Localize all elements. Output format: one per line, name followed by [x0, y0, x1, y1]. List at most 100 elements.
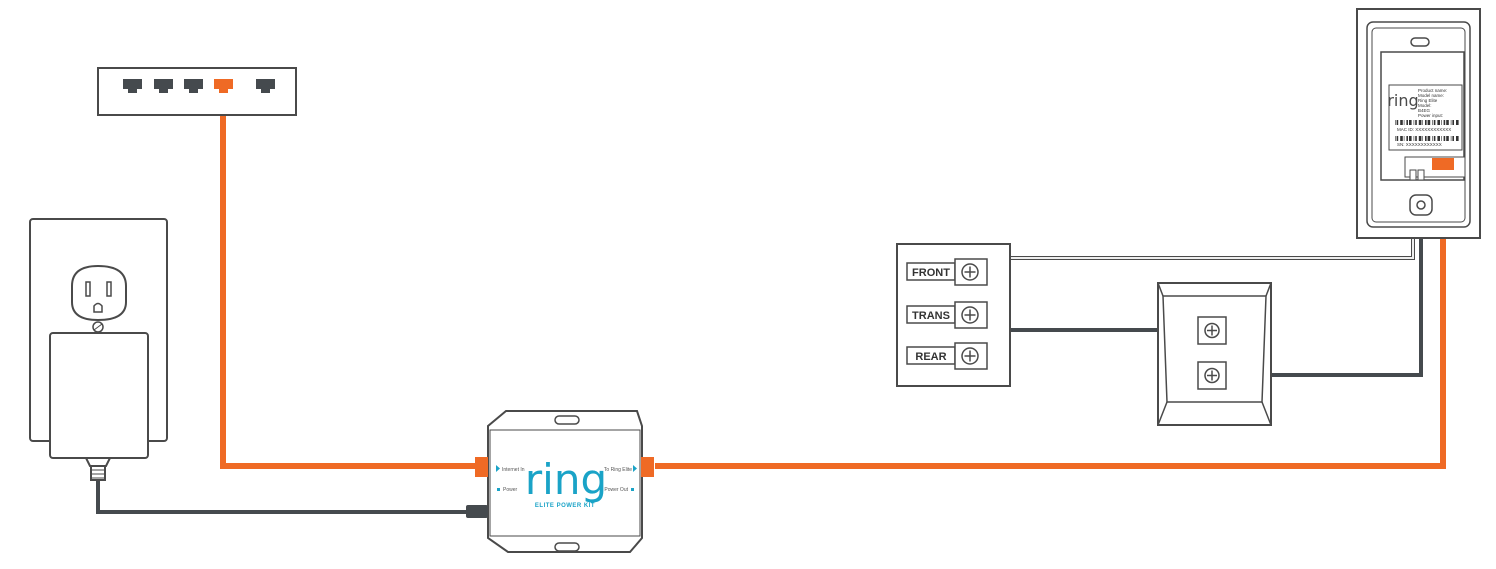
barcode-bar	[1425, 136, 1427, 141]
chime-terminal-front: FRONT	[906, 258, 988, 286]
outlet-ground-hole	[93, 302, 103, 313]
outlet-slot-left	[85, 281, 91, 297]
outlet-slot-right	[106, 281, 112, 297]
doorbell-top-slot	[1410, 37, 1430, 47]
chime-terminal-label: REAR	[915, 351, 946, 363]
doorbell-label-line-1: Product name:	[1418, 88, 1447, 93]
doorbell-ethernet-port	[1432, 158, 1454, 170]
doorbell-barcodes	[1395, 120, 1459, 141]
barcode-bar	[1396, 120, 1399, 125]
wire-transformer-to-doorbell	[1214, 178, 1423, 377]
kit-mount-slot-top	[554, 415, 580, 425]
barcode-bar	[1446, 136, 1449, 141]
wire-front-to-doorbell-inner	[971, 178, 1414, 273]
ethernet-cable-router-to-kit	[220, 94, 476, 469]
barcode-bar	[1415, 136, 1417, 141]
barcode-bar	[1409, 120, 1412, 125]
doorbell-label-line-5: B4EG	[1418, 108, 1431, 113]
barcode-bar	[1443, 136, 1446, 141]
barcode-bar	[1396, 136, 1399, 141]
doorbell-power-terminal-1	[1409, 169, 1417, 181]
barcode-bar	[1443, 120, 1446, 125]
barcode-bar	[1441, 120, 1442, 125]
barcode-bar	[1432, 120, 1433, 125]
barcode-bar	[1446, 120, 1449, 125]
barcode-bar	[1395, 136, 1396, 141]
kit-label-power-out: Power Out	[604, 487, 628, 493]
barcode-bar	[1433, 120, 1436, 125]
router	[97, 67, 297, 116]
router-port	[256, 79, 275, 93]
barcode-bar	[1441, 136, 1442, 141]
power-out-led-icon	[631, 488, 634, 491]
doorbell-serial: SN: XXXXXXXXXXXX	[1397, 142, 1442, 147]
barcode-bar	[1425, 120, 1427, 125]
barcode-bar	[1422, 136, 1423, 141]
barcode-bar	[1418, 136, 1422, 141]
chime-terminal-label: TRANS	[912, 310, 950, 322]
barcode-bar	[1418, 120, 1422, 125]
kit-label-power: Power	[503, 487, 518, 493]
barcode-bar	[1406, 120, 1408, 125]
barcode-bar	[1413, 120, 1415, 125]
barcode-bar	[1437, 136, 1440, 141]
barcode-bar	[1432, 136, 1433, 141]
power-adapter	[49, 332, 149, 459]
adapter-strain-relief	[84, 457, 112, 467]
barcode-bar	[1456, 120, 1459, 125]
router-port-active	[214, 79, 233, 93]
kit-label-internet-in: Internet In	[502, 467, 525, 473]
doorbell-label-line-6: Power input:	[1418, 113, 1443, 118]
barcode-bar	[1400, 120, 1403, 125]
kit-face	[489, 429, 641, 537]
outlet-socket	[71, 264, 127, 322]
chime-box: FRONT TRANS REAR	[896, 243, 1011, 387]
ethernet-cable-kit-to-doorbell	[655, 168, 1446, 469]
internet-in-arrow-icon	[496, 465, 500, 472]
wall-outlet	[29, 218, 168, 481]
transformer	[1157, 282, 1272, 426]
kit-subtitle: ELITE POWER KIT	[535, 503, 595, 509]
barcode-bar	[1427, 136, 1431, 141]
barcode-bar	[1452, 120, 1454, 125]
router-port	[184, 79, 203, 93]
chime-terminals: FRONT TRANS REAR	[906, 258, 988, 370]
barcode-bar	[1406, 136, 1408, 141]
kit-brand-logo: ring	[525, 455, 607, 504]
barcode-bar	[1456, 136, 1459, 141]
barcode-bar	[1433, 136, 1436, 141]
doorbell-power-terminal-2	[1417, 169, 1425, 181]
kit-port-internet-in	[475, 457, 488, 477]
router-port	[154, 79, 173, 93]
barcode-bar	[1450, 136, 1452, 141]
router-ports	[123, 79, 275, 93]
barcode-bar	[1422, 120, 1423, 125]
barcode-bar	[1395, 120, 1396, 125]
router-port	[123, 79, 142, 93]
chime-terminal-label: FRONT	[912, 267, 950, 279]
doorbell-label-line-3: Ring Elite	[1418, 98, 1438, 103]
barcode-bar	[1403, 136, 1405, 141]
barcode-bar	[1413, 136, 1415, 141]
doorbell-label-line-4: Model:	[1418, 103, 1432, 108]
kit-port-to-ring-elite	[641, 457, 654, 477]
barcode-bar	[1409, 136, 1412, 141]
kit-mount-slot-bottom	[554, 542, 580, 552]
barcode-bar	[1415, 120, 1417, 125]
barcode-bar	[1450, 120, 1452, 125]
power-cord-adapter-to-kit	[96, 478, 470, 514]
doorbell-back: ring Product name: Model name: Ring Elit…	[1356, 8, 1481, 239]
barcode-bar	[1452, 136, 1454, 141]
power-led-icon	[497, 488, 500, 491]
doorbell-label-line-2: Model name:	[1418, 93, 1444, 98]
elite-power-kit: Internet In To Ring Elite Power Power Ou…	[466, 410, 654, 553]
barcode-bar	[1403, 120, 1405, 125]
chime-terminal-rear: REAR	[906, 342, 988, 370]
kit-label-to-ring-elite: To Ring Elite	[604, 467, 632, 473]
barcode-bar	[1427, 120, 1431, 125]
barcode-bar	[1437, 120, 1440, 125]
doorbell-mac-id: MAC ID: XXXXXXXXXXXX	[1397, 127, 1451, 132]
kit-port-power-in	[466, 505, 488, 518]
to-ring-elite-arrow-icon	[633, 465, 637, 472]
